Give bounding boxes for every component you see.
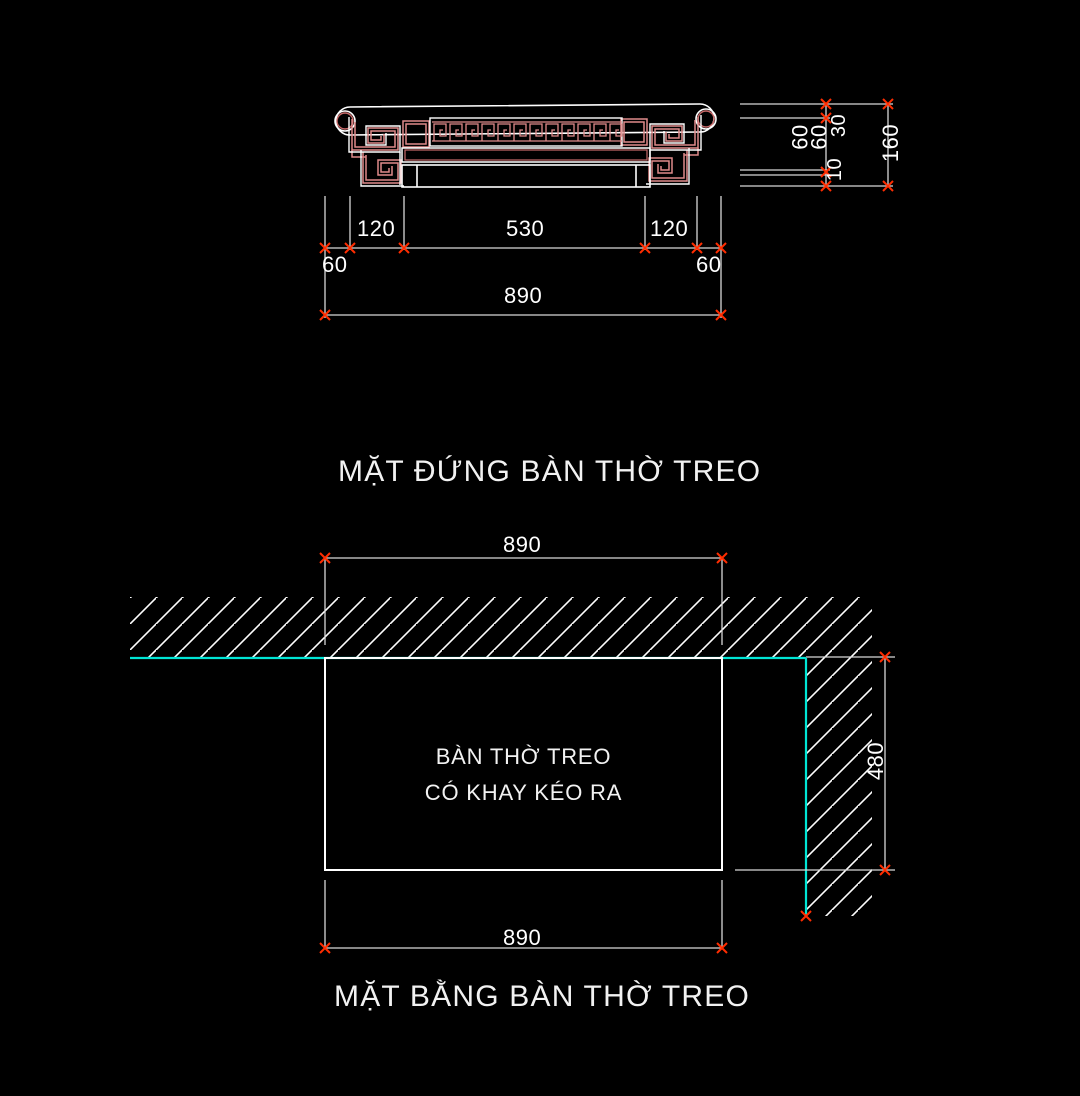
elevation-view — [319, 98, 894, 321]
elevation-right-bracket — [620, 117, 699, 182]
plan-dimensions — [324, 557, 895, 949]
elevation-apron-band — [401, 147, 651, 163]
plan-center-label-line1: BÀN THỜ TREO — [435, 744, 612, 769]
plan-wall-hatch — [130, 597, 872, 916]
plan-dim-480: 480 — [863, 741, 889, 781]
elevation-title: MẶT ĐỨNG BÀN THỜ TREO — [338, 455, 762, 488]
elevation-dim-60-right: 60 — [696, 252, 722, 277]
elevation-dim-30: 30 — [828, 113, 851, 138]
elevation-dim-120-left: 120 — [357, 216, 396, 241]
elevation-vertical-dimensions — [740, 103, 893, 187]
elevation-left-bracket-outline — [348, 117, 404, 187]
plan-title: MẶT BẰNG BÀN THỜ TREO — [334, 980, 750, 1013]
plan-view — [130, 552, 895, 954]
plan-table-outline — [324, 657, 723, 871]
elevation-horizontal-dimensions — [324, 196, 722, 318]
plan-center-label-line2: CÓ KHAY KÉO RA — [424, 780, 623, 805]
elevation-dim-10: 10 — [824, 157, 847, 182]
elevation-dim-120-right: 120 — [650, 216, 689, 241]
plan-dim-890-top: 890 — [503, 532, 542, 557]
elevation-drawer-box — [401, 164, 651, 188]
elevation-dim-160: 160 — [878, 123, 904, 163]
elevation-dim-530: 530 — [506, 216, 545, 241]
plan-dim-890-bottom: 890 — [503, 925, 542, 950]
elevation-dim-60-left: 60 — [322, 252, 348, 277]
elevation-meander-frieze — [429, 117, 623, 147]
elevation-dim-890: 890 — [504, 283, 543, 308]
